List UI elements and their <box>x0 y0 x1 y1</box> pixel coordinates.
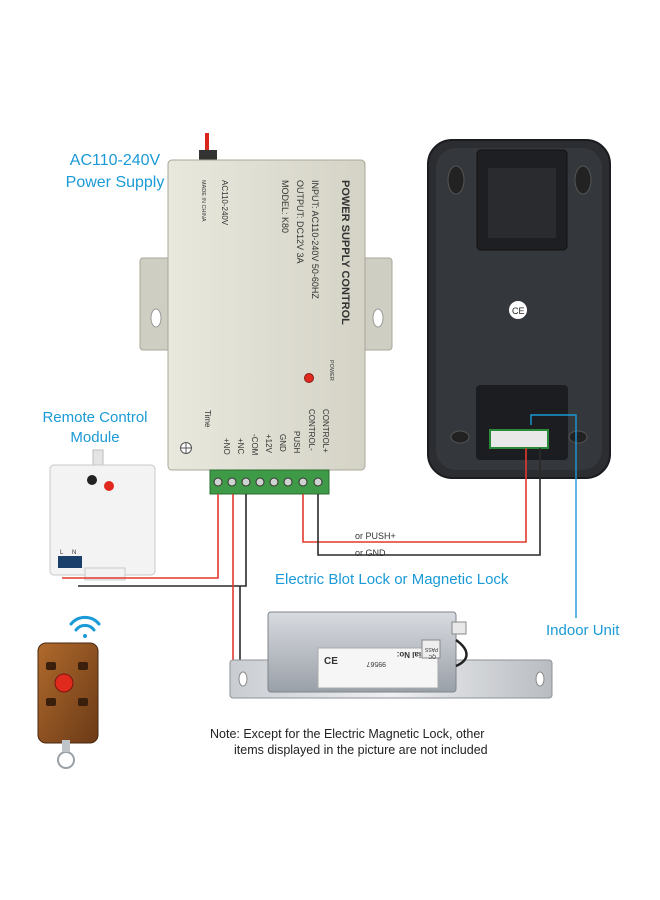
terminal-screws <box>213 477 323 487</box>
psu-model: MODEL: K80 <box>280 180 290 233</box>
note-line1: Note: Except for the Electric Magnetic L… <box>210 727 485 741</box>
electric-lock: CE Serial No: 99567 PASS QC <box>229 611 553 699</box>
power-led <box>304 373 314 383</box>
psu-input: INPUT: AC110-240V 50-60HZ <box>310 180 320 299</box>
lock-pass: PASS <box>424 646 438 652</box>
remote-module-terminal <box>58 556 82 568</box>
indoor-ce-mark <box>509 301 527 319</box>
psu-flange-right <box>361 257 393 351</box>
lock-label-sticker <box>317 647 439 689</box>
remote-module-label-line2: Module <box>70 429 120 446</box>
terminal-label-nc: +NC <box>236 438 245 454</box>
wire-remote-n-com <box>78 494 247 587</box>
indoor-unit: CE <box>427 139 611 479</box>
psu-power-led-label: POWER <box>328 360 334 381</box>
lock-qc: QC <box>428 653 436 659</box>
remote-module-led <box>104 481 114 491</box>
remote-terminal-l: L <box>60 550 64 556</box>
remote-module-label: Remote Control Module <box>30 408 160 448</box>
psu-time-label: Time <box>203 410 212 428</box>
remote-fob <box>37 615 101 769</box>
psu-body <box>167 159 366 471</box>
remote-fob-ring <box>57 751 75 769</box>
wire-lock-red <box>232 494 268 663</box>
lock-ce: CE <box>324 656 338 667</box>
terminal-label-control-plus: CONTROL+ <box>321 409 330 453</box>
power-supply-label: AC110-240V Power Supply <box>40 150 190 194</box>
wire-label-push: or PUSH+ <box>355 531 396 541</box>
remote-module-label-line1: Remote Control <box>42 409 148 426</box>
lock-label: Electric Blot Lock or Magnetic Lock <box>275 571 509 588</box>
remote-fob-button-main <box>54 673 74 693</box>
psu-flange-left <box>139 257 173 351</box>
wire-remote-l-no <box>62 494 219 579</box>
power-supply-unit: POWER SUPPLY CONTROL INPUT: AC110-240V 5… <box>139 133 393 495</box>
terminal-label-gnd: GND <box>278 434 287 452</box>
psu-side-ac: AC110-240V <box>220 180 229 226</box>
terminal-label-control-minus: CONTROL- <box>307 409 316 451</box>
lock-serial-label: Serial No: <box>397 650 434 659</box>
terminal-label-com: -COM <box>250 434 259 456</box>
remote-module: L N <box>49 449 156 581</box>
lock-serial-number: 99567 <box>366 660 386 667</box>
wire-gnd <box>317 448 541 556</box>
terminal-labels: +NO +NC -COM +12V GND PUSH CONTROL- CONT… <box>222 409 330 456</box>
remote-fob-body <box>37 642 99 744</box>
indoor-unit-label: Indoor Unit <box>546 622 620 639</box>
power-supply-label-line2: Power Supply <box>65 174 165 191</box>
wire-lock-black <box>239 586 268 673</box>
note-line2: items displayed in the picture are not i… <box>234 743 488 757</box>
note-text: Note: Except for the Electric Magnetic L… <box>210 726 540 758</box>
power-supply-label-line1: AC110-240V <box>69 152 161 169</box>
psu-made-in: MADE IN CHINA <box>200 180 206 222</box>
terminal-label-no: +NO <box>222 438 231 455</box>
indoor-connector <box>489 429 549 449</box>
terminal-label-12v: +12V <box>264 434 273 454</box>
wifi-icon <box>69 615 101 638</box>
wire-push <box>302 448 527 543</box>
wire-label-gnd: or GND <box>355 548 386 558</box>
psu-title: POWER SUPPLY CONTROL <box>339 180 351 325</box>
terminal-label-push: PUSH <box>292 431 301 453</box>
indoor-ce-text: CE <box>512 306 525 316</box>
psu-output: OUTPUT: DC12V 3A <box>295 180 305 264</box>
remote-terminal-n: N <box>72 550 76 556</box>
indoor-pointer-line <box>530 414 577 618</box>
